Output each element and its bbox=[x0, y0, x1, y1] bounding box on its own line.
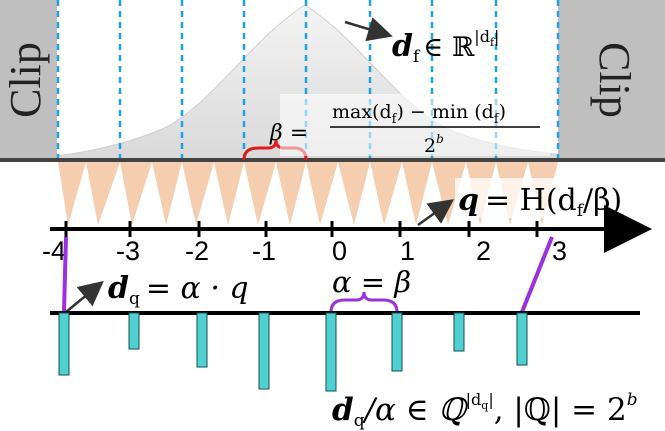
axis-tick-label: 0 bbox=[332, 236, 347, 266]
svg-text:df∈ ℝ|df|: df∈ ℝ|df| bbox=[392, 27, 499, 67]
axis-tick-label: -1 bbox=[252, 236, 276, 266]
axis-tick-label: -3 bbox=[116, 236, 140, 266]
svg-text:dq= α · q: dq= α · q bbox=[108, 271, 249, 309]
df-pointer-arrow bbox=[344, 17, 393, 42]
df-formula: df∈ ℝ|df| bbox=[344, 17, 499, 67]
error-triangle bbox=[182, 162, 244, 225]
error-triangle bbox=[370, 162, 432, 225]
codebook-formula: dq/α ∈ ℚ|dq|, |ℚ| = 2b bbox=[332, 390, 638, 431]
quantized-bar bbox=[58, 312, 70, 376]
beta-denominator: 2b bbox=[424, 132, 444, 157]
quantized-bar bbox=[196, 312, 208, 368]
axis-tick-label: 2 bbox=[476, 236, 491, 266]
beta-numerator: max(df) − min (df) bbox=[332, 101, 506, 127]
clip-mapping-right bbox=[520, 236, 554, 313]
quantized-bar bbox=[128, 312, 140, 350]
quantized-bar bbox=[391, 312, 403, 372]
beta-lhs: β = bbox=[269, 121, 308, 146]
axis-tick-labels: -4 -3 -2 -1 0 1 2 3 bbox=[42, 236, 567, 266]
error-triangle bbox=[244, 162, 306, 225]
error-triangle bbox=[58, 162, 120, 225]
clip-region-right bbox=[558, 0, 665, 160]
quantized-bar bbox=[516, 312, 528, 366]
axis-ticks bbox=[64, 221, 539, 237]
error-triangle bbox=[120, 162, 182, 225]
dq-pointer-arrow bbox=[65, 280, 104, 313]
alpha-equation: α = β bbox=[332, 265, 411, 299]
beta-formula: β = max(df) − min (df) 2b bbox=[269, 94, 550, 157]
clip-region-left bbox=[0, 0, 57, 160]
quantized-bar bbox=[258, 312, 270, 390]
clip-label-left: Clip bbox=[1, 42, 50, 118]
svg-text:q= H(df/β): q= H(df/β) bbox=[458, 183, 622, 221]
axis-tick-label: -4 bbox=[42, 236, 66, 266]
clip-mapping-left bbox=[62, 236, 68, 313]
alpha-brace bbox=[329, 291, 399, 313]
error-triangle bbox=[306, 162, 370, 225]
axis-tick-label: 3 bbox=[552, 236, 567, 266]
quantized-bar bbox=[453, 312, 465, 352]
quantized-bar bbox=[325, 312, 337, 392]
q-formula: q= H(df/β) bbox=[417, 178, 660, 227]
clip-label-right: Clip bbox=[590, 42, 639, 118]
quantized-value-bars bbox=[58, 312, 528, 392]
axis-tick-label: -2 bbox=[185, 236, 209, 266]
svg-text:dq/α ∈ ℚ|dq|, |ℚ| = 2b: dq/α ∈ ℚ|dq|, |ℚ| = 2b bbox=[332, 390, 638, 431]
dq-formula: dq= α · q bbox=[65, 271, 249, 313]
axis-tick-label: 1 bbox=[400, 236, 415, 266]
q-pointer-arrow bbox=[417, 199, 455, 227]
